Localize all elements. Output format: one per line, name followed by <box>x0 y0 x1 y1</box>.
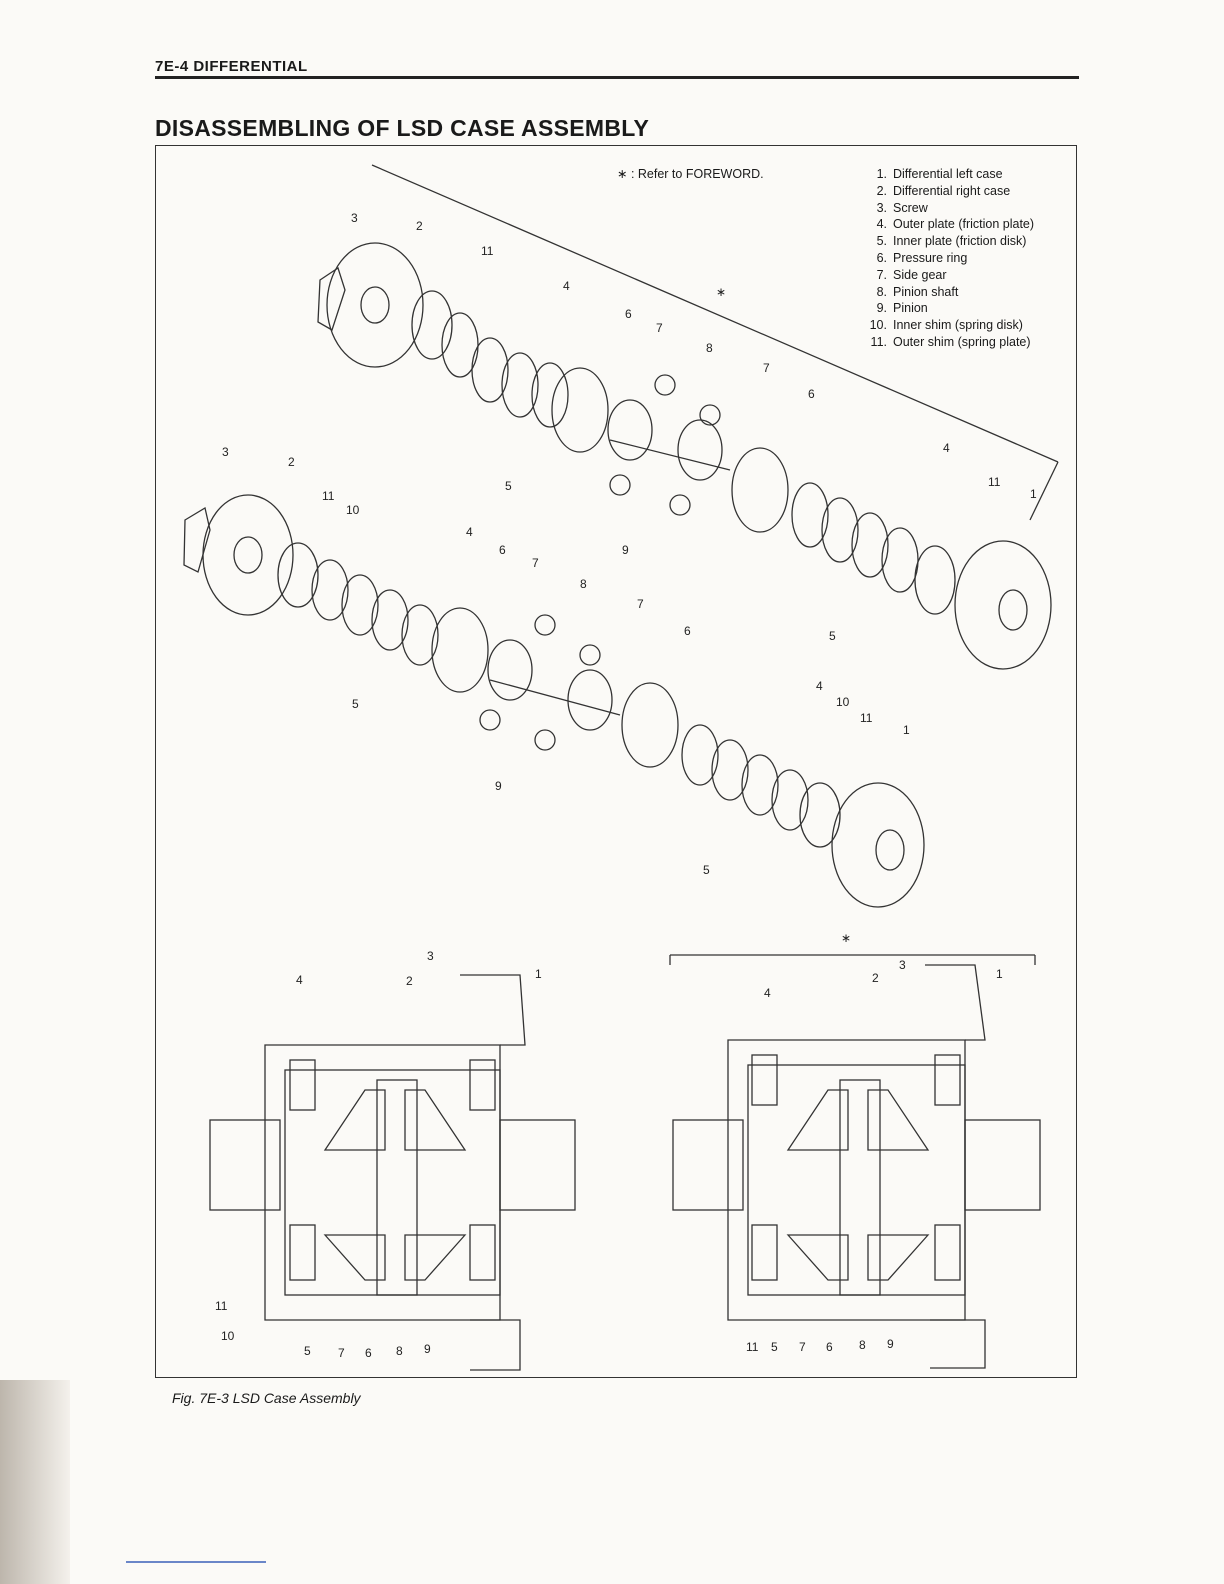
callout: 10 <box>836 695 850 709</box>
legend-item: 9.Pinion <box>876 301 928 316</box>
legend-item: 7.Side gear <box>876 267 947 282</box>
callout: 7 <box>656 321 663 335</box>
upper-guide-line <box>371 164 1059 463</box>
callout: 4 <box>296 973 303 987</box>
callout: 6 <box>499 543 506 557</box>
callout: 10 <box>346 503 360 517</box>
callout: 5 <box>829 629 836 643</box>
legend-item: 3.Screw <box>876 200 928 215</box>
header-rule <box>155 76 1079 79</box>
page-header: 7E-4 DIFFERENTIAL <box>155 58 308 75</box>
bottom-rule <box>126 1561 266 1563</box>
callout: 2 <box>416 219 423 233</box>
scan-edge-shadow <box>0 1380 70 1584</box>
callout: 6 <box>826 1340 833 1354</box>
middle-plates <box>277 542 489 693</box>
callout: 11 <box>481 244 494 258</box>
callout: 11 <box>746 1340 759 1354</box>
callout: 3 <box>222 445 229 459</box>
page-title: DISASSEMBLING OF LSD CASE ASSEMBLY <box>155 115 650 141</box>
upper-plates <box>411 290 609 453</box>
callout: 2 <box>288 455 295 469</box>
legend-item: 8.Pinion shaft <box>876 284 959 299</box>
callout: 7 <box>637 597 644 611</box>
callout: 2 <box>872 971 879 985</box>
callout: 6 <box>808 387 815 401</box>
right-section-view <box>672 964 1041 1369</box>
callout: 11 <box>988 475 1001 489</box>
callout: 7 <box>763 361 770 375</box>
callout: 9 <box>424 1342 431 1356</box>
middle-left-case <box>831 782 925 908</box>
callout: 8 <box>859 1338 866 1352</box>
callout: 8 <box>580 577 587 591</box>
upper-gears <box>607 374 731 516</box>
foreword-note: ∗ : Refer to FOREWORD. <box>617 167 764 181</box>
callout: 6 <box>684 624 691 638</box>
upper-right-case <box>317 242 424 368</box>
callout: 4 <box>764 986 771 1000</box>
legend-item: 1.Differential left case <box>876 167 1003 181</box>
callout: 4 <box>466 525 473 539</box>
callout: 1 <box>1030 487 1037 501</box>
callout: 6 <box>365 1346 372 1360</box>
callout: ∗ <box>841 931 851 945</box>
callout: 11 <box>860 711 873 725</box>
callout: 4 <box>816 679 823 693</box>
legend-item: 10.Inner shim (spring disk) <box>869 318 1023 333</box>
callout: 5 <box>771 1340 778 1354</box>
callout: 1 <box>535 967 542 981</box>
legend-item: 4.Outer plate (friction plate) <box>876 217 1035 232</box>
callout: 5 <box>352 697 359 711</box>
callout: 2 <box>406 974 413 988</box>
left-section-view <box>209 974 576 1371</box>
callout: 4 <box>563 279 570 293</box>
figure-frame <box>155 145 1077 1378</box>
legend-item: 2.Differential right case <box>876 183 1011 198</box>
callout: 3 <box>899 958 906 972</box>
callout: 5 <box>703 863 710 877</box>
callout: 8 <box>396 1344 403 1358</box>
legend-item: 11.Outer shim (spring plate) <box>870 334 1031 349</box>
callout: 10 <box>221 1329 235 1343</box>
callout: 9 <box>495 779 502 793</box>
legend-item: 6.Pressure ring <box>876 250 968 265</box>
callout: 1 <box>903 723 910 737</box>
callout: 4 <box>943 441 950 455</box>
callout: 3 <box>427 949 434 963</box>
callout: 5 <box>304 1344 311 1358</box>
callout: 6 <box>625 307 632 321</box>
callout: 3 <box>351 211 358 225</box>
callout: 7 <box>532 556 539 570</box>
middle-right-case <box>183 494 294 616</box>
callout: 9 <box>622 543 629 557</box>
callout: 1 <box>996 967 1003 981</box>
parts-legend: 1.Differential left case 2.Differential … <box>857 166 1034 351</box>
legend-item: 5.Inner plate (friction disk) <box>876 234 1027 249</box>
callout: 7 <box>799 1340 806 1354</box>
callout: 9 <box>887 1337 894 1351</box>
callout: 11 <box>322 489 335 503</box>
upper-left-case <box>954 540 1052 670</box>
callout: ∗ <box>716 285 726 299</box>
upper-right-plates <box>731 447 956 615</box>
callout: 11 <box>215 1299 228 1313</box>
callout: 5 <box>505 479 512 493</box>
middle-right-plates <box>621 682 841 848</box>
figure-caption: Fig. 7E-3 LSD Case Assembly <box>172 1390 361 1406</box>
callout: 8 <box>706 341 713 355</box>
callout: 7 <box>338 1346 345 1360</box>
middle-gears <box>479 614 621 751</box>
